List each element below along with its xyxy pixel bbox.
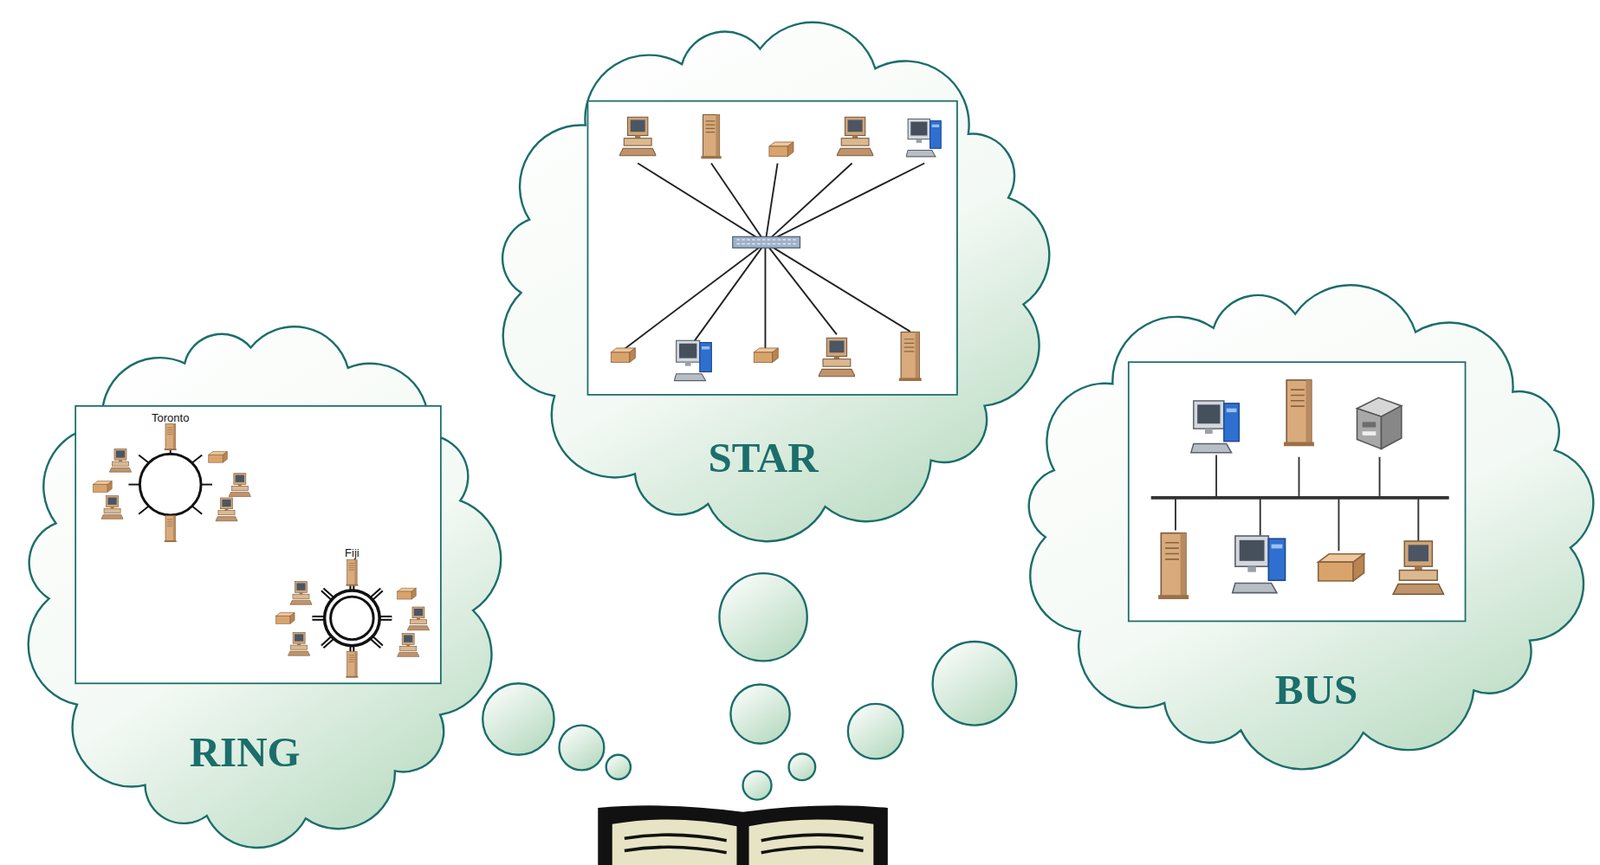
thought-cloud: STAR [479, 7, 1066, 553]
thought-bubbles [482, 573, 1017, 801]
tower-icon [345, 651, 358, 679]
ring-illustration [75, 406, 441, 684]
book-lines [624, 835, 864, 854]
star-illustration [587, 101, 957, 396]
tower-icon [1283, 380, 1315, 447]
desktop-icon [619, 116, 656, 156]
ring-loop [330, 596, 374, 640]
thought-cloud: BUS [1004, 273, 1600, 778]
book-cover [597, 805, 888, 865]
thought-bubble [719, 573, 807, 661]
illustration-frame [1128, 362, 1466, 622]
tower-icon [164, 424, 177, 452]
thought-bubble [789, 754, 817, 782]
thought-bubble [482, 683, 554, 755]
desktop-icon [290, 582, 312, 606]
desktop-icon [673, 340, 712, 381]
ring-spokes [311, 579, 392, 658]
topology-name: BUS [1275, 665, 1358, 715]
book-page [612, 819, 738, 865]
desktop-icon [215, 498, 238, 522]
desktop-icon [1392, 541, 1444, 595]
tower-icon [899, 331, 922, 382]
topology-name: STAR [708, 432, 819, 482]
book-page [749, 819, 875, 865]
desktop-icon [836, 116, 874, 156]
box-icon [753, 348, 778, 363]
thought-bubble [932, 641, 1018, 726]
ring-loop [139, 453, 201, 516]
bus-illustration [1128, 362, 1466, 622]
star-cables [624, 163, 925, 350]
box-icon [1318, 554, 1365, 582]
tower-icon [700, 114, 721, 159]
desktop-icon [1232, 536, 1286, 594]
ring-loop [324, 590, 381, 647]
thought-bubble [730, 684, 790, 744]
thought-bubble [606, 755, 631, 780]
illustration-frame [587, 101, 957, 396]
desktop-icon [396, 634, 419, 658]
box-icon [397, 588, 417, 600]
topology-name: RING [189, 727, 301, 778]
box-icon [610, 348, 635, 363]
desktop-icon [287, 632, 310, 656]
box-icon [208, 451, 228, 463]
desktop-icon [109, 448, 131, 473]
desktop-icon [818, 337, 856, 377]
open-book [597, 805, 888, 865]
hub-ports [736, 239, 796, 245]
thought-bubble [743, 771, 772, 801]
bus-drops [1175, 454, 1419, 551]
cloud-shape [502, 22, 1050, 542]
box-icon [769, 142, 794, 156]
hub [732, 236, 801, 248]
desktop-icon [101, 496, 124, 520]
cloud-shape [1029, 285, 1594, 770]
desktop-icon [1191, 401, 1240, 454]
tower-icon [345, 559, 358, 587]
printer-icon [1357, 397, 1402, 449]
ring-spokes [128, 445, 213, 524]
ring-spokes [311, 579, 392, 658]
tower-icon [1158, 533, 1189, 600]
tower-icon [164, 516, 177, 544]
thought-bubble [559, 725, 605, 771]
thought-bubble [848, 704, 904, 760]
box-icon [93, 481, 113, 493]
box-icon [275, 613, 295, 625]
illustration-frame [75, 406, 441, 684]
bus-backbone [1151, 496, 1450, 500]
thought-cloud: RING [10, 309, 513, 862]
cloud-outline [10, 309, 513, 862]
desktop-icon [228, 473, 251, 498]
cloud-shape [27, 326, 500, 849]
desktop-icon [906, 118, 941, 156]
desktop-icon [407, 607, 429, 631]
